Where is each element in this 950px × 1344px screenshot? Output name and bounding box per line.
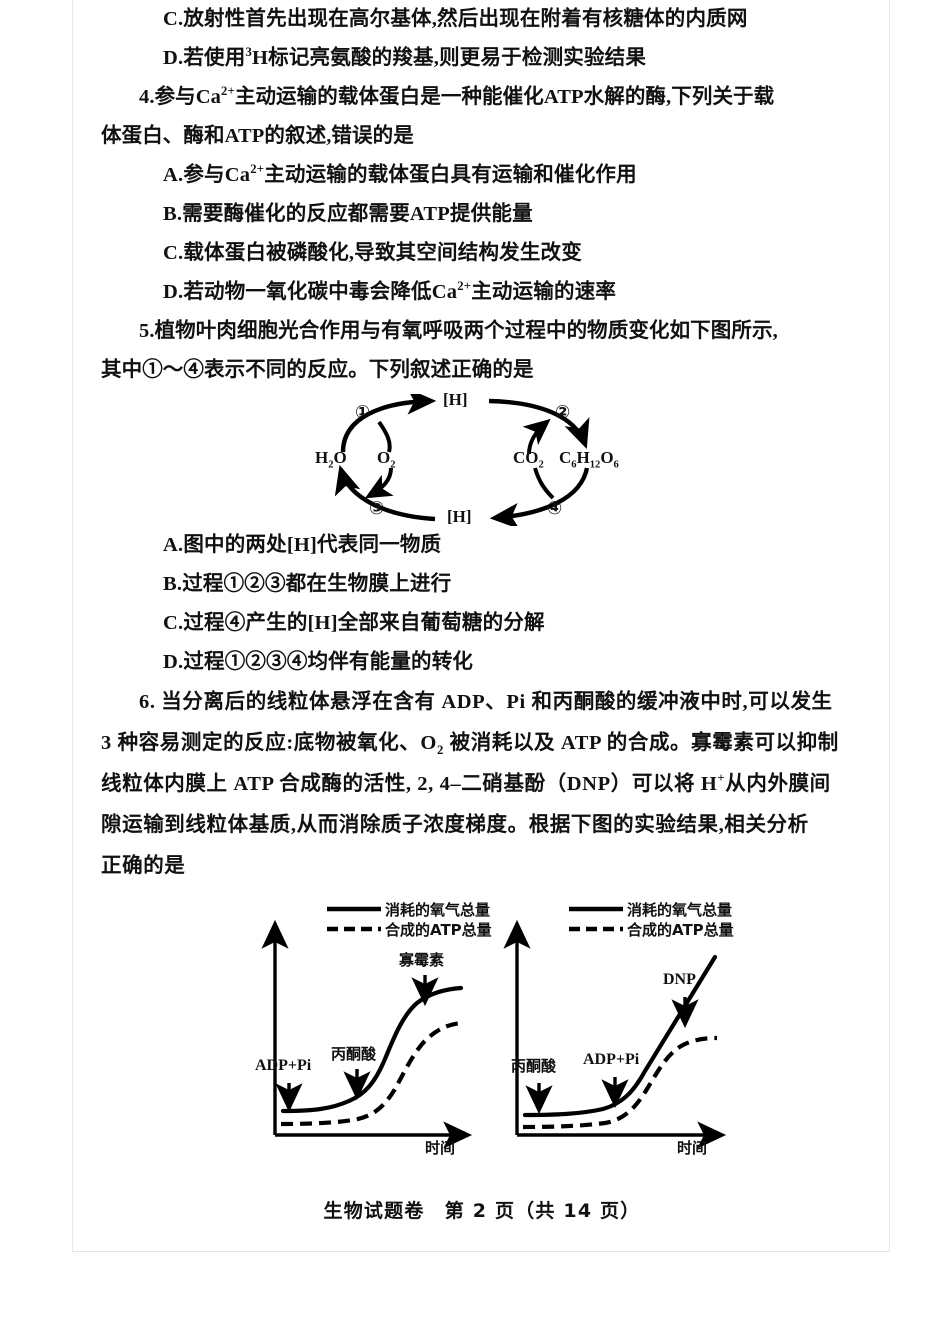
legend-label-oxygen-left: 消耗的氧气总量	[385, 901, 491, 919]
question-6-line-2: 3 种容易测定的反应:底物被氧化、O2 被消耗以及 ATP 的合成。寡霉素可以抑…	[101, 732, 839, 758]
arc-h2o-to-h	[340, 388, 437, 453]
arc-inner-lower-right	[533, 467, 555, 500]
chart-oligomycin-svg	[261, 906, 473, 1149]
experiment-graphs: 消耗的氧气总量 合成的ATP总量 ADP+Pi 丙酮酸 寡霉素 时间	[101, 897, 863, 1165]
option-c-q5: C.过程④产生的[H]全部来自葡萄糖的分解	[163, 612, 545, 634]
option-d-q5: D.过程①②③④均伴有能量的转化	[163, 651, 474, 673]
cycle-process-3: ③	[369, 498, 385, 519]
question-6-line-3: 线粒体内膜上 ATP 合成酶的活性, 2, 4–二硝基酚（DNP）可以将 H+从…	[101, 771, 831, 795]
chart-oligomycin: 消耗的氧气总量 合成的ATP总量 ADP+Pi 丙酮酸 寡霉素 时间	[253, 897, 513, 1165]
question-4-stem-line-2: 体蛋白、酶和ATP的叙述,错误的是	[101, 125, 414, 147]
question-6-line-5: 正确的是	[101, 855, 186, 877]
question-6-line-4: 隙运输到线粒体基质,从而消除质子浓度梯度。根据下图的实验结果,相关分析	[101, 814, 809, 836]
arc-co2-up	[522, 418, 551, 455]
arc-inner-upper-left	[377, 420, 392, 453]
annotation-oligomycin-left: 寡霉素	[399, 951, 445, 969]
option-a-q5: A.图中的两处[H]代表同一物质	[163, 534, 442, 556]
legend-label-oxygen-right: 消耗的氧气总量	[627, 901, 733, 919]
page-footer: 生物试题卷 第 2 页（共 14 页）	[323, 1200, 641, 1222]
option-b-q5: B.过程①②③都在生物膜上进行	[163, 573, 452, 595]
question-5-stem-line-1: 5.植物叶肉细胞光合作用与有氧呼吸两个过程中的物质变化如下图所示,	[139, 320, 778, 342]
annotation-adp-pi-left: ADP+Pi	[255, 1057, 312, 1074]
exam-page: C.放射性首先出现在高尔基体,然后出现在附着有核糖体的内质网 D.若使用3H标记…	[72, 0, 890, 1252]
series-atp-synthesized	[522, 1035, 718, 1130]
x-axis-label-left: 时间	[425, 1139, 456, 1157]
option-b-q4: B.需要酶催化的反应都需要ATP提供能量	[163, 203, 533, 225]
option-d-q3: D.若使用3H标记亮氨酸的羧基,则更易于检测实验结果	[163, 45, 647, 69]
cycle-diagram-svg	[334, 388, 590, 530]
arc-h-to-glucose	[488, 398, 590, 449]
legend-label-atp-left: 合成的ATP总量	[385, 921, 492, 939]
option-c-q4: C.载体蛋白被磷酸化,导致其空间结构发生改变	[163, 242, 582, 264]
series-oxygen-consumed	[522, 954, 718, 1118]
annotation-adp-pi-right: ADP+Pi	[583, 1051, 640, 1068]
annotation-dnp-right: DNP	[663, 971, 696, 988]
annotation-pyruvate-left: 丙酮酸	[331, 1045, 377, 1063]
cycle-process-4: ④	[547, 498, 563, 519]
question-6-line-1: 6. 当分离后的线粒体悬浮在含有 ADP、Pi 和丙酮酸的缓冲液中时,可以发生	[139, 691, 833, 713]
cycle-node-co2: CO2	[513, 448, 544, 471]
annotation-pyruvate-right: 丙酮酸	[511, 1057, 557, 1075]
x-axis-label-right: 时间	[677, 1139, 708, 1157]
chart-dnp: 消耗的氧气总量 合成的ATP总量 丙酮酸 ADP+Pi DNP 时间	[499, 897, 759, 1165]
legend-label-atp-right: 合成的ATP总量	[627, 921, 734, 939]
option-d-q4: D.若动物一氧化碳中毒会降低Ca2+主动运输的速率	[163, 279, 617, 303]
cycle-process-1: ①	[355, 402, 371, 423]
cycle-diagram: [H] [H] H2O O2 CO2 C6H12O6 ① ② ③ ④	[307, 388, 637, 530]
cycle-process-2: ②	[555, 402, 571, 423]
page-content: C.放射性首先出现在高尔基体,然后出现在附着有核糖体的内质网 D.若使用3H标记…	[101, 0, 863, 1165]
cycle-node-top-h: [H]	[443, 390, 468, 409]
series-atp-synthesized	[280, 1020, 462, 1127]
cycle-node-h2o: H2O	[315, 448, 347, 471]
cycle-diagram-wrap: [H] [H] H2O O2 CO2 C6H12O6 ① ② ③ ④	[101, 388, 863, 530]
arc-glucose-to-h	[489, 467, 590, 530]
cycle-node-glucose: C6H12O6	[559, 448, 619, 471]
question-5-stem-line-2: 其中①～④表示不同的反应。下列叙述正确的是	[101, 359, 534, 381]
arc-h-to-h2o	[334, 464, 436, 522]
cycle-node-o2: O2	[377, 448, 396, 471]
arc-o2-down	[364, 467, 394, 499]
question-4-stem-line-1: 4.参与Ca2+主动运输的载体蛋白是一种能催化ATP水解的酶,下列关于载	[139, 84, 775, 108]
cycle-node-bottom-h: [H]	[447, 507, 472, 526]
option-c-q3: C.放射性首先出现在高尔基体,然后出现在附着有核糖体的内质网	[163, 8, 748, 30]
chart-dnp-svg	[503, 906, 727, 1149]
option-a-q4: A.参与Ca2+主动运输的载体蛋白具有运输和催化作用	[163, 162, 637, 186]
